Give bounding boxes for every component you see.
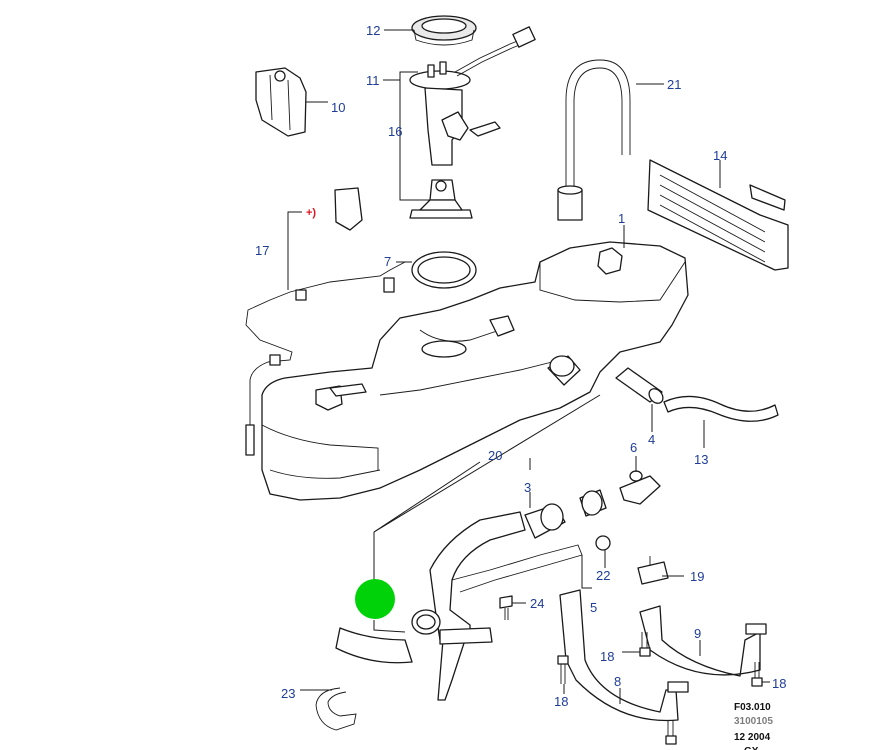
- hose-13: [663, 395, 779, 422]
- callout-21[interactable]: 21: [667, 77, 681, 92]
- ref-code: F03.010: [734, 702, 771, 713]
- tank-strap-9: [639, 605, 767, 677]
- callout-18-b[interactable]: 18: [772, 676, 786, 691]
- callout-11[interactable]: 11: [366, 73, 380, 88]
- seal-ring: [411, 251, 477, 289]
- filler-neck-grommet: [547, 355, 581, 386]
- grommet-large: [524, 503, 566, 539]
- callout-18-c[interactable]: 18: [554, 694, 568, 709]
- callout-14[interactable]: 14: [713, 148, 727, 163]
- callout-20[interactable]: 20: [488, 448, 502, 463]
- plus-marker: +): [306, 207, 316, 219]
- callout-22[interactable]: 22: [596, 568, 610, 583]
- callout-23[interactable]: 23: [281, 686, 295, 701]
- callout-10[interactable]: 10: [331, 100, 345, 115]
- bracket-19: [637, 556, 669, 585]
- fitting-6: [619, 470, 661, 505]
- callout-12[interactable]: 12: [366, 23, 380, 38]
- hose-4: [615, 367, 664, 404]
- vent-hose-21: [557, 59, 631, 221]
- bolt-18b: [639, 632, 651, 657]
- fuel-tank: [261, 241, 689, 501]
- filler-pipe: [429, 511, 611, 701]
- grommet-3: [579, 489, 607, 517]
- bolt-18a: [557, 655, 569, 684]
- callout-13[interactable]: 13: [694, 452, 708, 467]
- lock-ring: [411, 15, 477, 46]
- reference-block: F03.010 3100105 12 2004 GX: [734, 702, 773, 750]
- bolt-24: [499, 595, 513, 620]
- callout-19[interactable]: 19: [690, 569, 704, 584]
- callout-16[interactable]: 16: [388, 124, 402, 139]
- callout-18-a[interactable]: 18: [600, 649, 614, 664]
- hose-clamp-23: [315, 687, 357, 731]
- bolt-18d: [665, 720, 677, 745]
- fuel-pump-assembly: [409, 26, 536, 166]
- highlight-marker[interactable]: [355, 579, 395, 619]
- ref-number: 3100105: [734, 716, 773, 727]
- callout-5[interactable]: 5: [590, 600, 597, 615]
- callout-6[interactable]: 6: [630, 440, 637, 455]
- evap-canister: [647, 159, 789, 271]
- callout-4[interactable]: 4: [648, 432, 655, 447]
- filler-hose: [335, 609, 441, 664]
- callout-8[interactable]: 8: [614, 674, 621, 689]
- callout-9[interactable]: 9: [694, 626, 701, 641]
- valve-bracket: [255, 67, 307, 137]
- callout-7[interactable]: 7: [384, 254, 391, 269]
- callout-17[interactable]: 17: [255, 243, 269, 258]
- tank-strap-8: [559, 589, 689, 722]
- callout-3[interactable]: 3: [524, 480, 531, 495]
- callout-24[interactable]: 24: [530, 596, 544, 611]
- callout-1[interactable]: 1: [618, 211, 625, 226]
- leader-lines: [287, 29, 770, 704]
- bolt-18c: [751, 662, 763, 687]
- ref-date: 12 2004: [734, 732, 771, 743]
- fuel-filter-16: [409, 179, 473, 219]
- wiring-harness: [245, 187, 406, 456]
- callouts: 12 11 10 16 21 14 17 1 7 4 13 6 20 3 22 …: [255, 23, 786, 709]
- ref-suffix: GX: [744, 746, 759, 750]
